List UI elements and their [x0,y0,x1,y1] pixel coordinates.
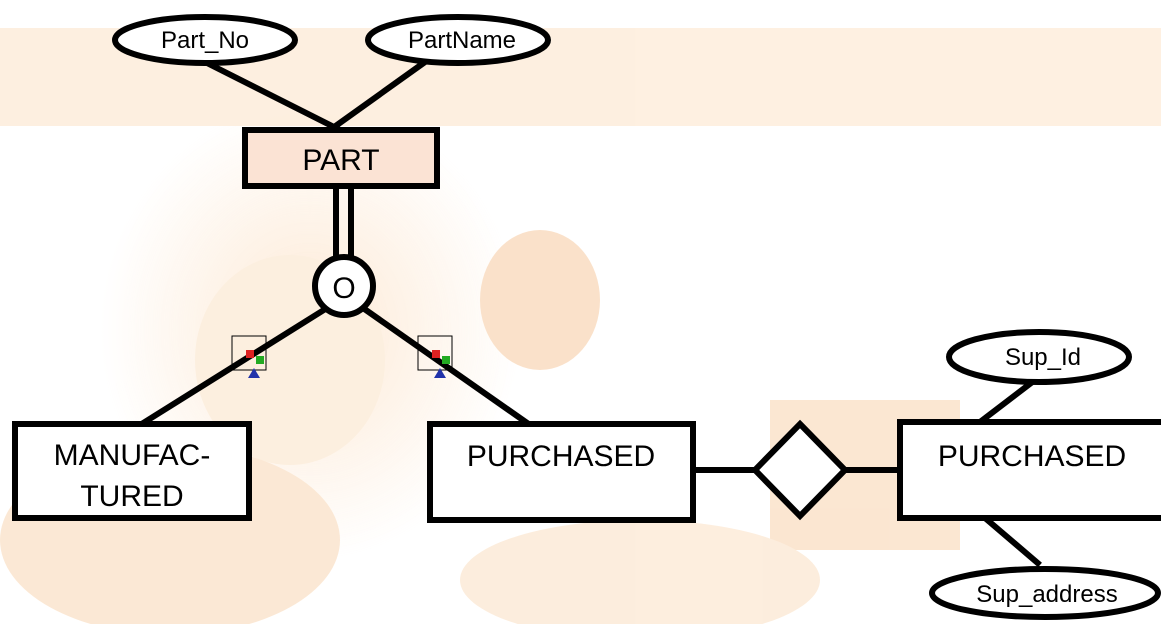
watermark-ear [480,230,600,370]
entity-manufactured[interactable]: MANUFAC- TURED [12,421,252,521]
attribute-part-name[interactable]: PartName [365,14,551,66]
attribute-part-no[interactable]: Part_No [112,14,298,66]
attribute-sup-address[interactable]: Sup_address [929,566,1161,620]
line-supplier-supaddress [983,515,1042,568]
line-supid-supplier [978,377,1037,425]
background-watermark [0,28,1161,624]
entity-purchased-label: PURCHASED [467,440,655,473]
attribute-sup-id-label: Sup_Id [1005,344,1081,371]
specialization-circle[interactable]: O [312,254,376,318]
entity-part-label: PART [302,144,379,177]
entity-manufactured-label-line1: MANUFAC- [54,439,211,472]
entity-manufactured-label-line2: TURED [80,480,183,513]
line-partname-part [328,59,427,133]
specialization-symbol: O [332,272,355,305]
line-circle-purchased [361,305,532,428]
entity-part[interactable]: PART [242,127,440,189]
connectors [138,59,1042,568]
entity-purchased-supplier-label: PURCHASED [938,440,1126,473]
line-circle-manufactured [138,305,329,428]
broken-image-icon [231,335,267,378]
entity-purchased[interactable]: PURCHASED [427,421,696,523]
attribute-part-name-label: PartName [408,27,516,54]
watermark-lower [460,520,820,624]
relationship-diamond[interactable] [750,419,850,521]
line-partno-part [203,59,342,133]
attribute-sup-id[interactable]: Sup_Id [946,329,1132,385]
attribute-part-no-label: Part_No [161,27,249,54]
attribute-sup-address-label: Sup_address [976,581,1117,608]
entity-purchased-supplier[interactable]: PURCHASED [897,419,1161,521]
broken-image-icon [417,335,453,378]
